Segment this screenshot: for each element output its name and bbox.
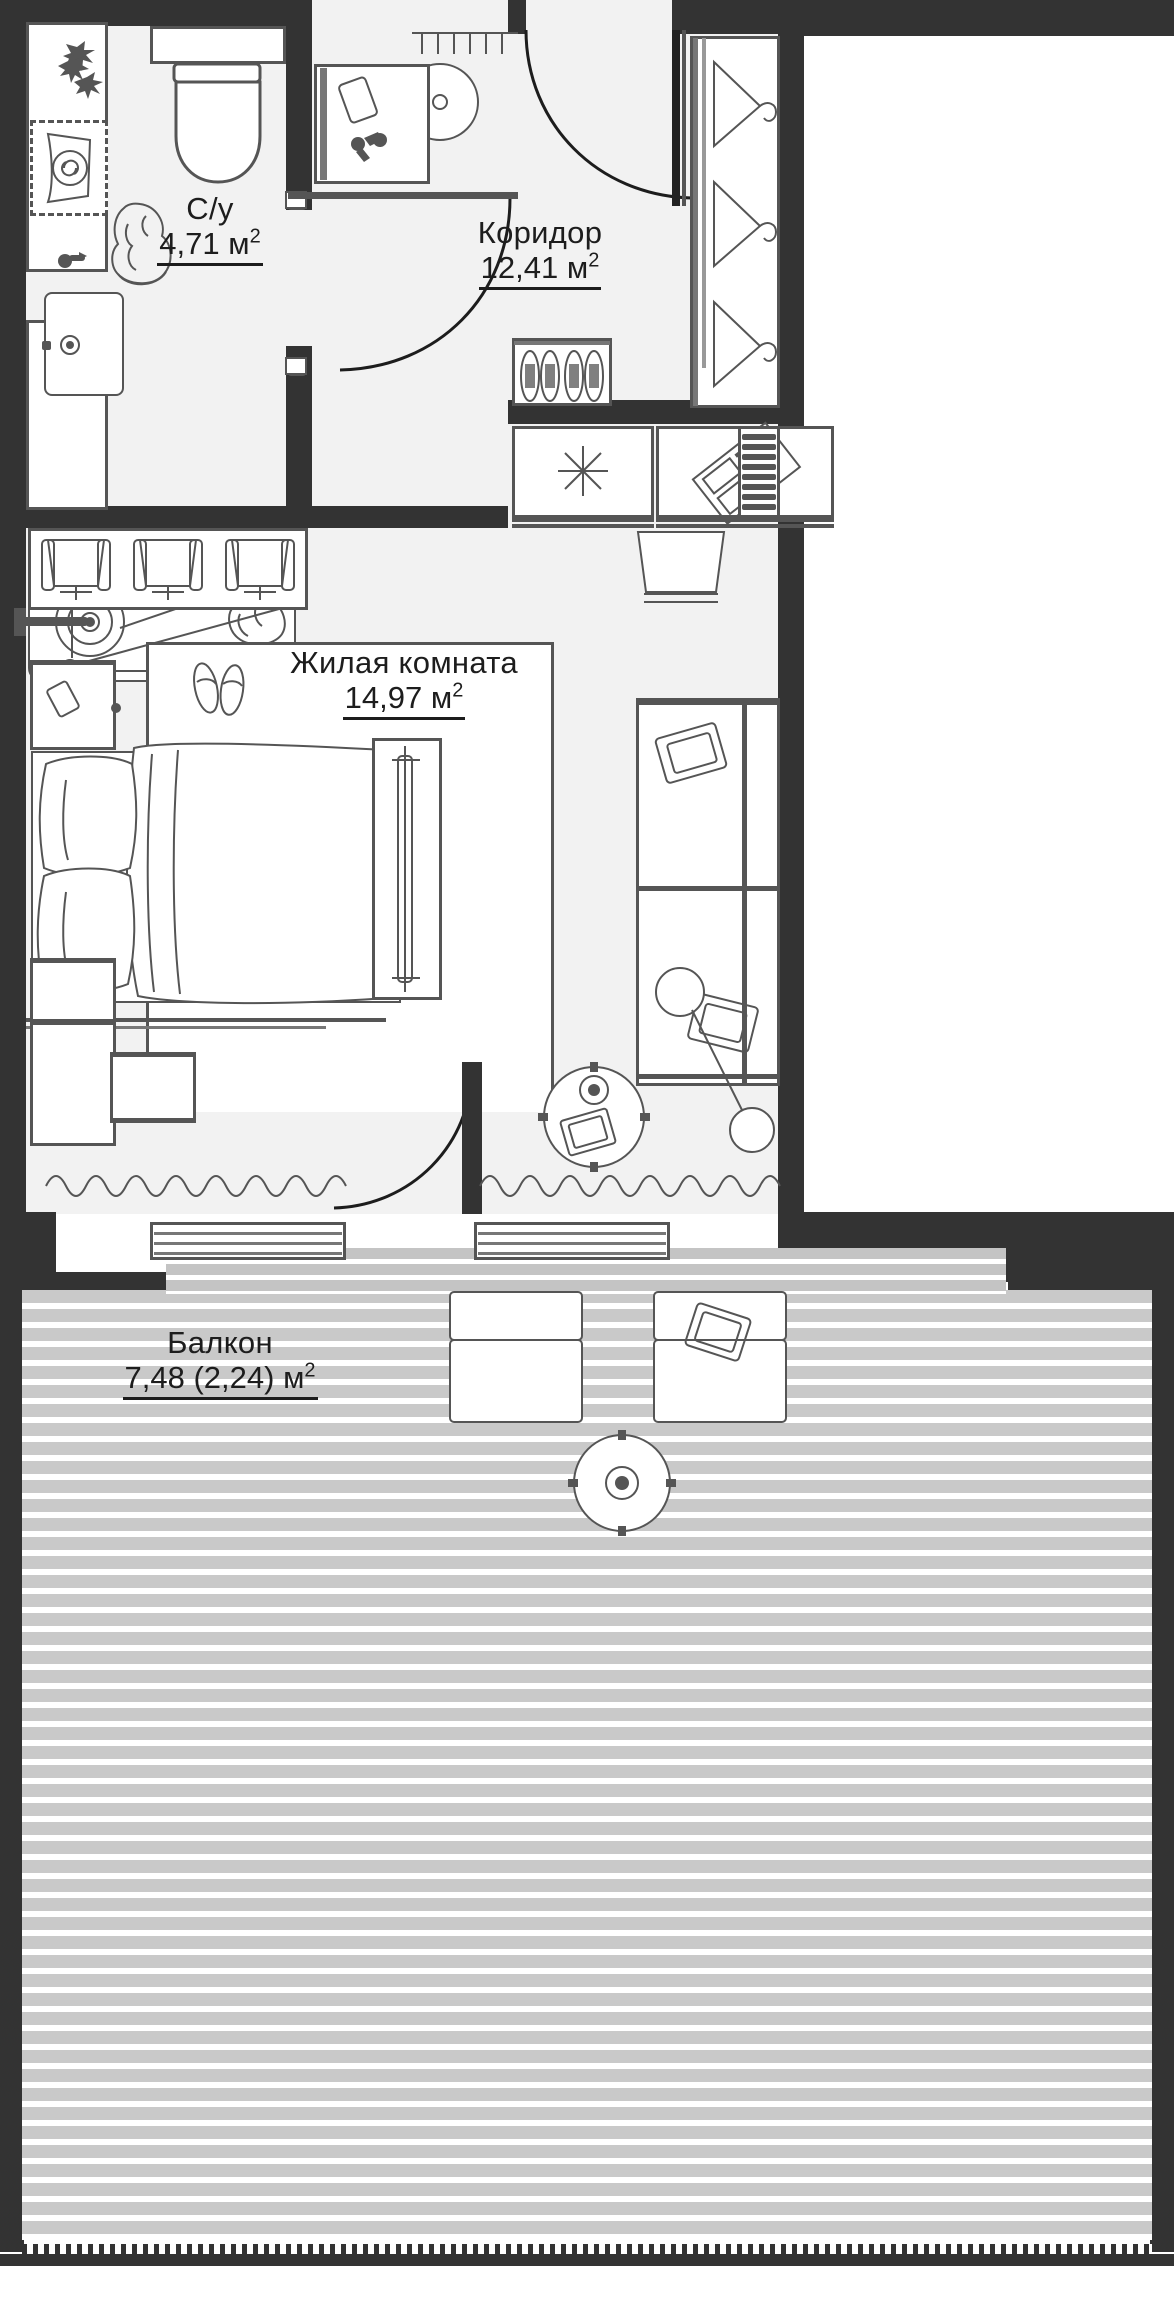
desk-base-rail-2 (656, 524, 834, 528)
room-label-living-room: Жилая комната 14,97 м2 (254, 645, 554, 721)
room-label-corridor: Коридор 12,41 м2 (420, 215, 660, 291)
sofa-back-rail (742, 700, 747, 1086)
wall-balcony-bottom (0, 2254, 1174, 2266)
wall-balcony-top-left (0, 1272, 170, 1290)
armchair-icon-3 (225, 539, 295, 600)
wall-right-exterior-strip (778, 34, 804, 1234)
room-name-living-room: Жилая комната (290, 645, 518, 680)
balcony-floor (22, 1290, 1152, 2240)
bathroom-door-leaf (288, 192, 518, 199)
room-area-balcony: 7,48 (2,24) м2 (122, 1360, 318, 1401)
radiator-window-left-line2 (154, 1242, 342, 1245)
balcony-stool-right-icon (653, 1291, 787, 1423)
sofa-icon (636, 698, 780, 1086)
fridge-base-rail-2 (512, 524, 654, 528)
balcony-stool-left-icon (449, 1291, 583, 1423)
fridge-base-rail (512, 518, 654, 522)
wall-top-outer (0, 0, 312, 26)
corridor-shelf-rail (320, 68, 327, 180)
washing-machine-drum (46, 132, 92, 204)
wall-bathroom-right (286, 22, 312, 210)
armchair-icon (41, 539, 111, 600)
room-label-bathroom: С/у 4,71 м2 (120, 191, 300, 267)
sofa-cushion-icon-2 (687, 993, 759, 1053)
nightstand-top-rail (30, 958, 116, 963)
sink-drain (42, 335, 80, 355)
room-name-corridor: Коридор (477, 215, 603, 250)
living-room-door-jamb (462, 1062, 482, 1214)
lower-left-stool (110, 1054, 196, 1122)
lower-left-drawer (30, 1022, 116, 1146)
snowflake-icon (558, 446, 608, 496)
radiator-window-right-line2 (478, 1242, 666, 1245)
wall-balcony-right (1150, 1272, 1174, 2252)
lower-left-stool-rail-2 (110, 1118, 196, 1123)
hanger-icon-3 (713, 299, 778, 389)
wall-bathroom-bottom (0, 506, 312, 528)
radiator-window-left-line3 (154, 1252, 342, 1255)
armchair-icon-2 (133, 539, 203, 600)
living-room-door-icon[interactable] (330, 1060, 478, 1212)
room-name-bathroom: С/у (186, 191, 234, 226)
wall-balcony-left (0, 1272, 24, 2252)
mirror-frame-detail (392, 746, 420, 992)
shoes-mat-top-rail (514, 341, 610, 345)
sofa-bottom-rail (638, 1074, 778, 1079)
fridge-unit (512, 426, 654, 518)
room-area-living-room: 14,97 м2 (342, 680, 466, 721)
room-name-balcony: Балкон (167, 1325, 273, 1360)
mirror-icon (372, 738, 442, 1000)
slippers-icon (193, 662, 245, 716)
hanger-icon-2 (713, 179, 778, 269)
room-label-balcony: Балкон 7,48 (2,24) м2 (60, 1325, 380, 1401)
sofa-cushion-icon (654, 722, 728, 784)
nightstand-handle-icon (111, 703, 121, 713)
radiator-window-left-line1 (154, 1232, 342, 1235)
balcony-round-table-icon (568, 1430, 676, 1536)
bed-headboard-2 (26, 1026, 326, 1029)
bed-headboard (26, 1018, 386, 1022)
plant-icon (58, 41, 103, 99)
floor-lamp-icon (655, 967, 775, 1153)
radiator-window-right-line1 (478, 1232, 666, 1235)
hanger-icon (713, 59, 778, 149)
towel-icon (111, 202, 172, 286)
desk-base-rail (656, 518, 834, 522)
room-area-corridor: 12,41 м2 (478, 250, 602, 291)
radiator-window-right-line3 (478, 1252, 666, 1255)
corridor-shelf-items-icon (338, 76, 387, 162)
entrance-door-icon[interactable] (520, 28, 700, 206)
nightstand-upper-rail (30, 660, 116, 665)
curtain-right-icon (479, 1175, 781, 1197)
radiator-unit (738, 426, 780, 518)
toilet-icon (172, 62, 262, 184)
balcony-railing-dotted (22, 2244, 1152, 2254)
wardrobe-door-rail-2 (702, 38, 706, 368)
shoes-icon (520, 350, 604, 402)
wall-entry-jamb-left (508, 0, 526, 34)
sofa-mid-rail (638, 886, 778, 891)
chair-icon (636, 531, 726, 603)
faucet-icon (58, 252, 87, 268)
nightstand-icon (30, 960, 116, 1022)
entrance-door-leaf-inner (682, 30, 686, 206)
room-area-bathroom: 4,71 м2 (157, 226, 263, 267)
wall-right-upper-block (778, 0, 1174, 36)
entrance-door-leaf (672, 30, 680, 206)
lamp-icon (412, 32, 518, 54)
corridor-shelf-icon (314, 64, 430, 184)
wall-living-bottom-left (0, 1212, 56, 1282)
lower-left-stool-rail (110, 1052, 196, 1057)
wall-corridor-bottom-left (312, 506, 508, 528)
wall-balcony-top-right (1008, 1272, 1174, 1290)
curtain-left-icon (45, 1175, 347, 1197)
radiator-icon (742, 434, 776, 510)
sofa-top-rail (638, 700, 778, 705)
wardrobe-door-rail (693, 38, 698, 406)
round-table-icon (538, 1062, 650, 1172)
toilet-cistern (150, 26, 286, 64)
phone-icon (46, 680, 80, 718)
